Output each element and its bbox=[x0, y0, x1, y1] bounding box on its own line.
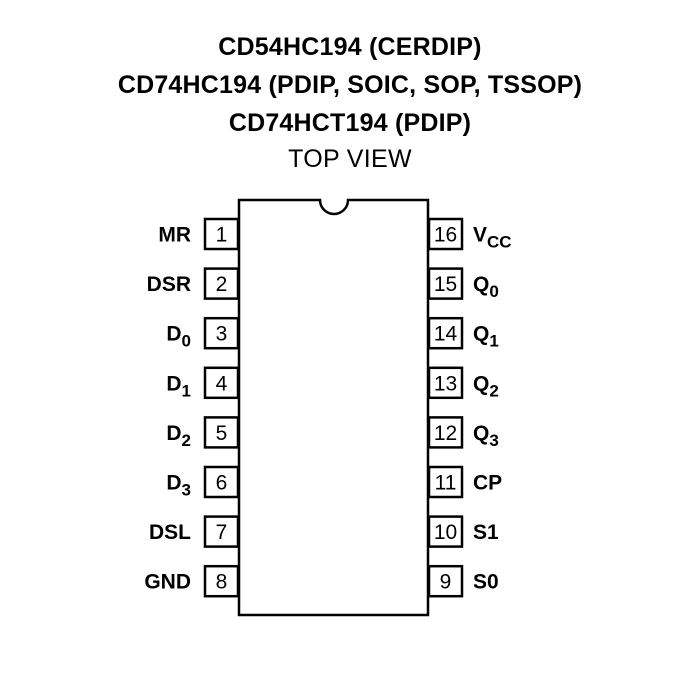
pin-14-number: 14 bbox=[434, 323, 458, 346]
ic-body-outline bbox=[237, 198, 430, 617]
pin-15-number: 15 bbox=[434, 273, 457, 296]
pin-1-label: MR bbox=[158, 224, 191, 247]
pin-12-box bbox=[427, 416, 464, 449]
pin-6-box bbox=[203, 465, 240, 499]
pin-10: 10 S1 bbox=[427, 515, 499, 548]
pin-5-label: D2 bbox=[166, 422, 191, 450]
pin-12: 12 Q3 bbox=[427, 416, 499, 450]
pin-3-name: D bbox=[166, 323, 181, 346]
pin-8-name: GND bbox=[144, 571, 191, 594]
pin-1-number: 1 bbox=[216, 224, 228, 247]
pin-14: 14 Q1 bbox=[427, 316, 499, 351]
pin-4: 4 D1 bbox=[166, 366, 240, 400]
pin-9: 9 S0 bbox=[427, 564, 499, 598]
pin-3-subscript: 0 bbox=[182, 332, 191, 351]
pin-1-name: MR bbox=[158, 224, 191, 247]
pin-2-name: DSR bbox=[147, 273, 191, 296]
pin-1-box bbox=[203, 217, 240, 251]
title-pdip-soic: CD74HC194 (PDIP, SOIC, SOP, TSSOP) bbox=[117, 71, 583, 99]
pin-8: 8 GND bbox=[144, 564, 240, 598]
pin-2-number: 2 bbox=[216, 273, 228, 296]
pin-5-box bbox=[203, 416, 240, 449]
pin-4-name: D bbox=[166, 372, 181, 395]
pin-16-subscript: CC bbox=[487, 233, 512, 252]
pin-2-box bbox=[203, 267, 240, 300]
pin-8-label: GND bbox=[144, 571, 191, 594]
pin-3-label: D0 bbox=[166, 323, 191, 351]
pin-8-number: 8 bbox=[216, 571, 228, 594]
pin-10-box bbox=[427, 515, 464, 548]
pin-14-name: Q bbox=[473, 323, 489, 346]
pin-7-box bbox=[203, 515, 240, 548]
pin-9-box bbox=[427, 564, 464, 598]
pin-11-box bbox=[427, 465, 464, 499]
pin-4-box bbox=[203, 366, 240, 400]
pin-8-box bbox=[203, 564, 240, 598]
pin-4-subscript: 1 bbox=[182, 381, 191, 400]
pin-10-name: S1 bbox=[473, 521, 499, 544]
pin-5-number: 5 bbox=[216, 422, 228, 445]
pin-13-name: Q bbox=[473, 372, 489, 395]
pin-4-label: D1 bbox=[166, 372, 191, 400]
pin-4-number: 4 bbox=[216, 372, 228, 395]
title-cerdip: CD54HC194 (CERDIP) bbox=[218, 33, 482, 61]
pin-5: 5 D2 bbox=[166, 416, 240, 450]
pin-2-label: DSR bbox=[147, 273, 191, 296]
pin-3-number: 3 bbox=[216, 323, 228, 346]
title-hct: CD74HCT194 (PDIP) bbox=[228, 109, 472, 137]
pin-15-name: Q bbox=[473, 273, 489, 296]
pin-2: 2 DSR bbox=[147, 267, 240, 300]
pin-10-number: 10 bbox=[434, 521, 457, 544]
pin-6-name: D bbox=[166, 472, 181, 495]
pin-3-box bbox=[203, 316, 240, 350]
pin-10-label: S1 bbox=[473, 521, 499, 544]
pin-6-label: D3 bbox=[166, 472, 191, 500]
pin-13: 13 Q2 bbox=[427, 366, 499, 400]
diagram-title-block: CD54HC194 (CERDIP) CD74HC194 (PDIP, SOIC… bbox=[0, 28, 700, 176]
pin-15-label: Q0 bbox=[473, 273, 499, 301]
pin-6-number: 6 bbox=[216, 472, 228, 495]
pin-6: 6 D3 bbox=[166, 465, 240, 500]
pin-5-subscript: 2 bbox=[182, 431, 191, 450]
pin-14-box bbox=[427, 316, 464, 350]
pin-6-subscript: 3 bbox=[182, 481, 191, 500]
view-label: TOP VIEW bbox=[288, 145, 412, 173]
pin-11-number: 11 bbox=[435, 472, 457, 495]
pin-13-box bbox=[427, 366, 464, 400]
pin-11-name: CP bbox=[473, 472, 502, 495]
pin-11-label: CP bbox=[473, 472, 502, 495]
pin-7: 7 DSL bbox=[149, 515, 240, 548]
pin-15-subscript: 0 bbox=[489, 282, 498, 301]
pin-9-number: 9 bbox=[440, 571, 452, 594]
pin-13-number: 13 bbox=[434, 372, 457, 395]
pin-12-name: Q bbox=[473, 422, 489, 445]
pin-13-label: Q2 bbox=[473, 372, 499, 400]
pin-9-name: S0 bbox=[473, 571, 499, 594]
pin-16-label: VCC bbox=[473, 224, 512, 252]
pin-16-box bbox=[427, 217, 464, 251]
pin-15-box bbox=[427, 267, 464, 300]
pin-7-label: DSL bbox=[149, 521, 191, 544]
pin-14-label: Q1 bbox=[473, 323, 499, 351]
pin-3: 3 D0 bbox=[166, 316, 240, 351]
ic-package bbox=[237, 198, 430, 617]
pin-7-name: DSL bbox=[149, 521, 191, 544]
pin-1: 1 MR bbox=[158, 217, 240, 251]
pin-12-subscript: 3 bbox=[489, 431, 498, 450]
pin-12-number: 12 bbox=[434, 422, 457, 445]
pin-13-subscript: 2 bbox=[489, 381, 498, 400]
pin-16: 16 VCC bbox=[427, 217, 512, 252]
pin-11: 11 CP bbox=[427, 465, 502, 499]
pin-15: 15 Q0 bbox=[427, 267, 499, 301]
pin-9-label: S0 bbox=[473, 571, 499, 594]
pin-7-number: 7 bbox=[216, 521, 228, 544]
pin-12-label: Q3 bbox=[473, 422, 499, 450]
pin-14-subscript: 1 bbox=[489, 332, 498, 351]
pin-5-name: D bbox=[166, 422, 181, 445]
pin-16-name: V bbox=[473, 224, 487, 247]
pin-16-number: 16 bbox=[434, 224, 457, 247]
